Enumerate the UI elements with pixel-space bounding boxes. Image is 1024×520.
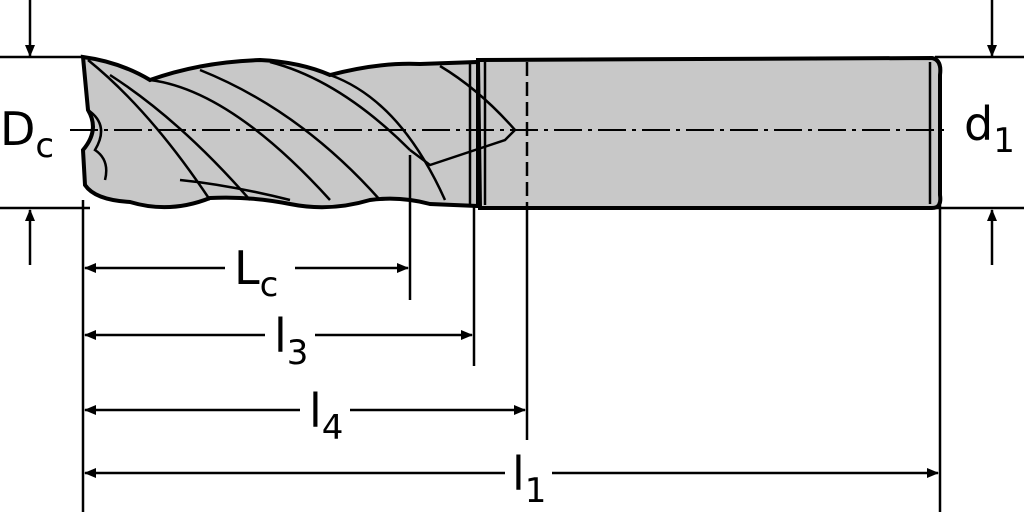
label-d1-background: [962, 105, 1024, 155]
label-l3: l3: [274, 309, 308, 373]
label-dc-background: [0, 105, 56, 155]
label-dc: Dc: [0, 102, 54, 166]
diameter-extension-lines: [0, 55, 1024, 210]
diameter-arrows: [25, 0, 997, 265]
dimension-l3: l3: [84, 309, 473, 373]
shank: [475, 55, 943, 210]
dimension-l4: l4: [84, 384, 526, 448]
label-l1: l1: [512, 447, 546, 511]
flutes: [87, 59, 517, 205]
label-l4: l4: [309, 384, 343, 448]
label-lc: Lc: [234, 241, 278, 305]
cutting-head: [80, 54, 480, 210]
dimension-l1: l1: [84, 447, 939, 511]
length-extension-lines: [81, 62, 942, 512]
label-d1: d1: [964, 97, 1015, 161]
dimension-lc: Lc: [84, 241, 409, 305]
